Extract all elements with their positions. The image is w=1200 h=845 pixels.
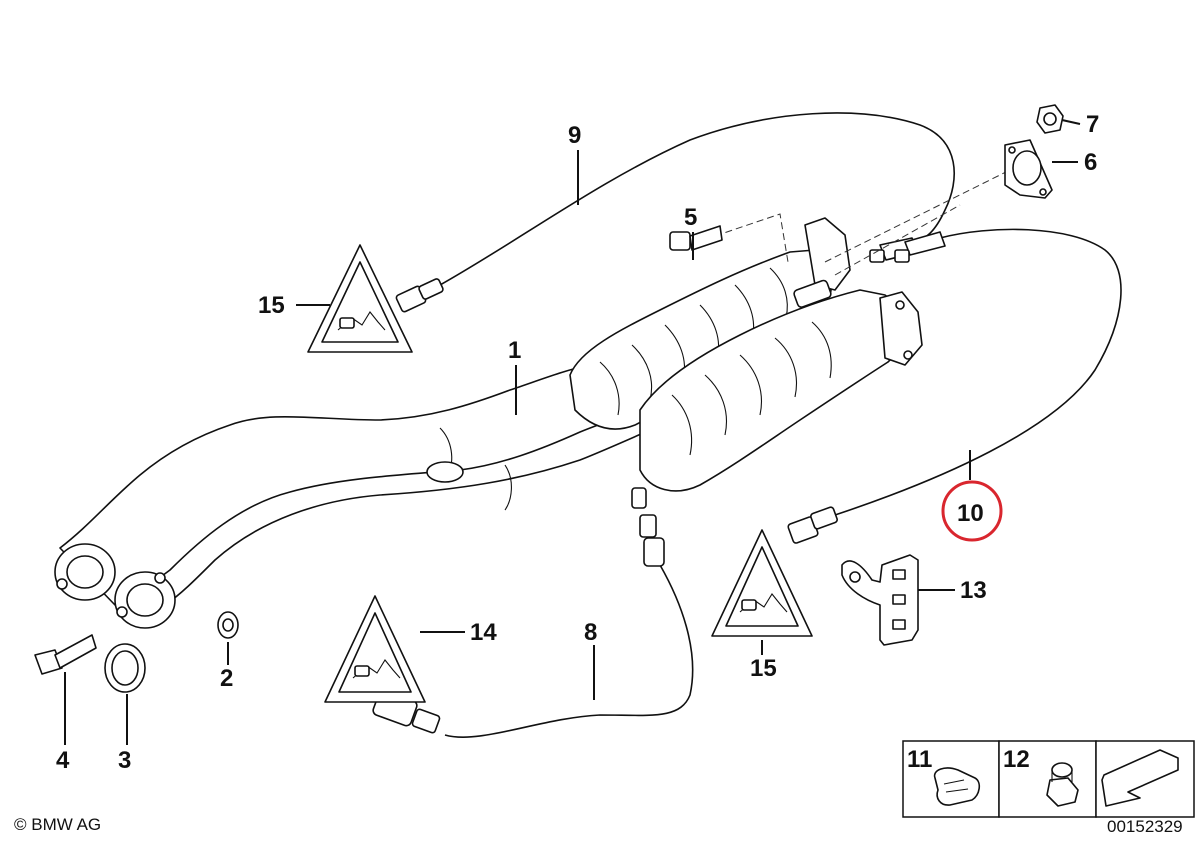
exhaust-front-pipe[interactable] [54,324,721,629]
legend-label-12: 12 [1003,746,1030,773]
legend-label-11: 11 [907,746,932,773]
callout-1[interactable]: 1 [508,337,521,364]
callout-8[interactable]: 8 [584,619,597,646]
catalytic-converter-upper[interactable] [569,217,851,430]
nut-icon [1046,762,1079,807]
nut-7[interactable] [1036,104,1064,134]
callout-10[interactable]: 10 [957,500,984,527]
legend-box-12[interactable]: 12 [998,740,1097,818]
oxygen-sensor-8[interactable] [372,514,694,739]
callout-7[interactable]: 7 [1086,111,1099,138]
catalytic-converter-lower[interactable] [631,289,923,509]
diagram-number: 00152329 [1107,817,1183,836]
oxygen-sensor-10[interactable] [787,228,1122,544]
callout-14[interactable]: 14 [470,619,497,646]
nut-2[interactable] [217,611,239,639]
callout-15-lower[interactable]: 15 [750,655,777,682]
oxygen-sensor-9[interactable] [395,112,956,313]
gasket-6[interactable] [1004,139,1053,199]
warning-sensor-triangle-icon [324,595,426,703]
exhaust-arrow-icon [1101,749,1179,807]
callout-15-upper[interactable]: 15 [258,292,285,319]
callout-3[interactable]: 3 [118,747,131,774]
legend-box-11[interactable]: 11 [902,740,1000,818]
callout-13[interactable]: 13 [960,577,987,604]
legend-box-arrow [1095,740,1195,818]
bracket-13[interactable] [841,554,919,646]
highlight-circle-10 [941,480,1003,542]
bolt-5[interactable] [669,225,723,251]
gasket-3[interactable] [104,643,146,693]
warning-sensor-triangle-icon [307,244,413,353]
callout-6[interactable]: 6 [1084,149,1097,176]
callout-2[interactable]: 2 [220,665,233,692]
copyright-text: © BMW AG [14,815,101,834]
bolt-4[interactable] [34,634,97,675]
clip-icon [933,767,981,806]
warning-sensor-triangle-icon [711,529,813,637]
callout-9[interactable]: 9 [568,122,581,149]
callout-5[interactable]: 5 [684,204,697,231]
callout-4[interactable]: 4 [56,747,70,774]
